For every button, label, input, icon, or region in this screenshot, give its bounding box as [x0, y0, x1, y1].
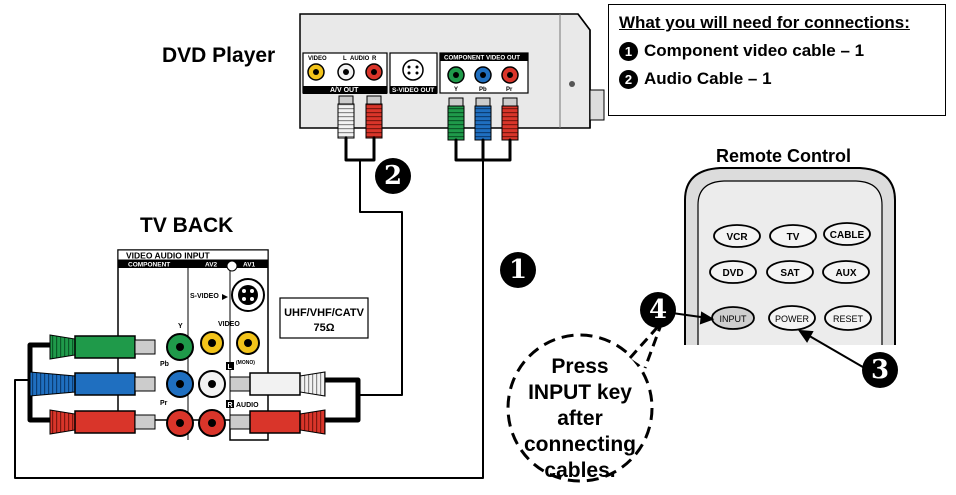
- requirements-title: What you will need for connections:: [619, 13, 910, 32]
- callout-bubble: [506, 333, 654, 483]
- tv-label-video-audio-input: VIDEO AUDIO INPUT: [126, 251, 211, 261]
- callout-line: INPUT key after: [528, 381, 632, 430]
- requirement-text: Audio Cable – 1: [644, 69, 772, 88]
- remote-button-aux[interactable]: [822, 260, 870, 284]
- tv-label-audio: AUDIO: [236, 402, 259, 409]
- step-arrows: [671, 311, 869, 371]
- dvd-label-av-out: A/V OUT: [330, 87, 359, 94]
- remote-label-reset: RESET: [833, 314, 864, 324]
- tv-label-y: Y: [178, 323, 183, 330]
- remote-buttons: [709, 222, 872, 331]
- dvd-player-label: DVD Player: [162, 44, 276, 67]
- callout-line: connecting: [523, 433, 636, 456]
- requirement-text: Component video cable – 1: [644, 41, 865, 60]
- number-badge: 2: [619, 69, 638, 89]
- requirement-item: 1 Component video cable – 1: [619, 41, 935, 61]
- remote-button-vcr[interactable]: [713, 224, 761, 248]
- requirement-item: 2 Audio Cable – 1: [619, 69, 935, 89]
- dvd-label-l: L: [343, 56, 347, 62]
- remote-button-dvd[interactable]: [709, 260, 757, 284]
- step-badge-four: 4: [640, 292, 676, 328]
- tv-label-pb: Pb: [160, 361, 169, 368]
- callout-line: cables.: [544, 459, 616, 482]
- remote-button-tv[interactable]: [769, 224, 817, 248]
- tv-label-r: R: [228, 402, 233, 409]
- tv-label-uhf-line1: UHF/VHF/CATV: [284, 307, 365, 319]
- dvd-label-pr: Pr: [506, 87, 513, 93]
- remote-label-tv: TV: [787, 232, 800, 243]
- dvd-label-pb: Pb: [479, 87, 487, 93]
- dvd-label-svideo-out: S-VIDEO OUT: [392, 87, 434, 94]
- remote-label-dvd: DVD: [722, 268, 743, 279]
- tv-label-uhf-line2: 75Ω: [313, 322, 334, 334]
- remote-button-cable[interactable]: [823, 222, 871, 246]
- dvd-label-r: R: [372, 56, 377, 62]
- tv-label-video: VIDEO: [218, 321, 240, 328]
- remote-label-aux: AUX: [835, 268, 856, 279]
- tv-label-l: L: [228, 364, 233, 371]
- remote-button-power[interactable]: [768, 305, 816, 331]
- dvd-label-audio: AUDIO: [350, 56, 370, 62]
- tv-label-pr: Pr: [160, 400, 168, 407]
- tv-back-label: TV BACK: [140, 214, 234, 237]
- step-badge-two: 2: [375, 158, 411, 194]
- remote-label-sat: SAT: [780, 268, 799, 279]
- tv-label-av1: AV1: [243, 262, 256, 269]
- dvd-label-component-out: COMPONENT VIDEO OUT: [444, 55, 520, 62]
- dvd-label-video: VIDEO: [308, 56, 327, 62]
- remote-control-label: Remote Control: [716, 146, 851, 166]
- remote-label-vcr: VCR: [726, 232, 748, 243]
- tv-label-svideo: S-VIDEO: [190, 293, 219, 300]
- cables: [14, 136, 512, 479]
- remote-label-cable: CABLE: [830, 230, 865, 241]
- remote-label-input: INPUT: [720, 314, 748, 324]
- tv-label-av2: AV2: [205, 262, 218, 269]
- callout-text: Press INPUT key after connecting cables.: [505, 354, 655, 484]
- number-badge: 1: [619, 41, 638, 61]
- step-badge-one: 1: [500, 252, 536, 288]
- tv-label-component: COMPONENT: [128, 262, 170, 269]
- remote-button-reset[interactable]: [824, 305, 872, 331]
- dvd-label-y: Y: [454, 87, 458, 93]
- tv-back-panel: [117, 249, 369, 441]
- remote-label-power: POWER: [775, 314, 810, 324]
- tv-label-mono: (MONO): [236, 360, 255, 366]
- step-badge-three: 3: [862, 352, 898, 388]
- callout-line: Press: [551, 355, 609, 378]
- tv-plugs: [29, 334, 326, 435]
- requirements-box: What you will need for connections: 1 Co…: [608, 4, 946, 116]
- remote-button-sat[interactable]: [766, 260, 814, 284]
